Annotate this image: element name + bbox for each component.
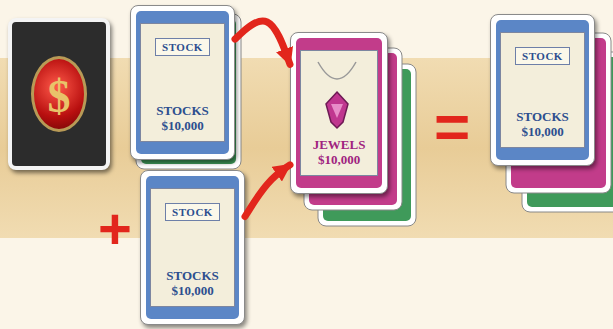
stocks-card: STOCK STOCKS $10,000 bbox=[490, 14, 595, 166]
card-value: STOCKS $10,000 bbox=[505, 109, 580, 139]
operator-sign: = bbox=[434, 96, 470, 158]
card-value: STOCKS $10,000 bbox=[145, 103, 220, 133]
stocks-card: STOCK STOCKS $10,000 bbox=[130, 5, 235, 160]
gem-facet bbox=[331, 104, 343, 118]
card-value: JEWELS $10,000 bbox=[305, 137, 373, 167]
curved-arrow bbox=[245, 165, 290, 217]
necklace-chain bbox=[318, 62, 356, 79]
certificate-heading: STOCK bbox=[165, 203, 220, 221]
card-value: STOCKS $10,000 bbox=[155, 268, 230, 298]
card-face: STOCK STOCKS $10,000 bbox=[140, 23, 225, 142]
certificate-heading: STOCK bbox=[515, 47, 570, 65]
card-face: STOCK STOCKS $10,000 bbox=[500, 32, 585, 148]
jewel-pendant bbox=[318, 62, 356, 128]
operator-sign: + bbox=[98, 200, 132, 258]
certificate-heading: STOCK bbox=[155, 38, 210, 56]
card-face: STOCK STOCKS $10,000 bbox=[150, 188, 235, 307]
dollar-symbol: $ bbox=[31, 56, 87, 132]
gem-symbol bbox=[326, 92, 348, 128]
stocks-card: STOCK STOCKS $10,000 bbox=[140, 170, 245, 325]
curved-arrow bbox=[235, 21, 290, 64]
stacked-card bbox=[506, 33, 611, 193]
card-back: $ bbox=[8, 18, 110, 170]
